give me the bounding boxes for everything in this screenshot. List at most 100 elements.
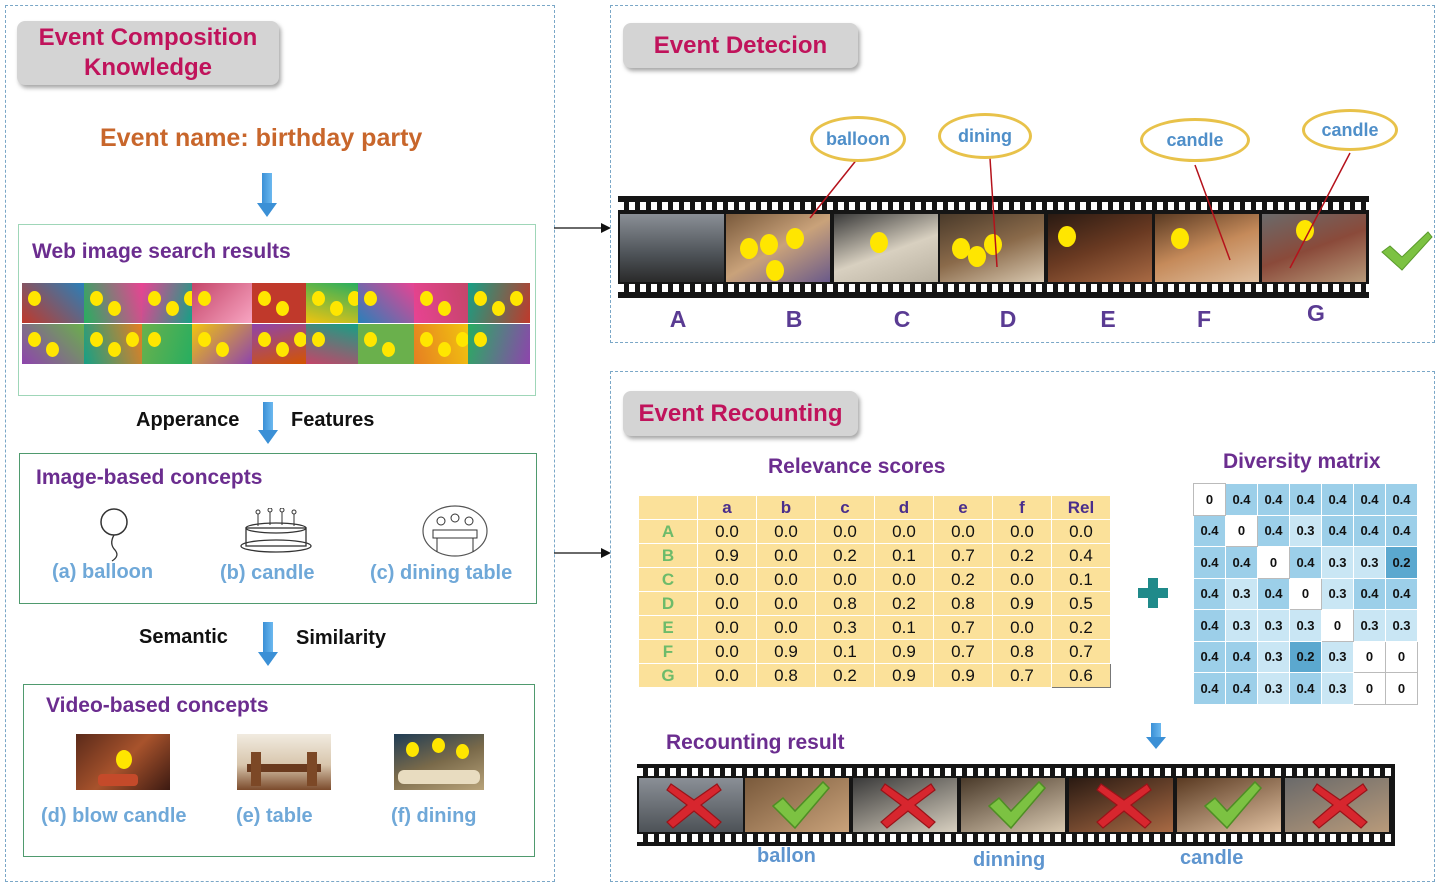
web-image-thumbnail bbox=[414, 283, 468, 323]
table-cell: 0.0 bbox=[1051, 519, 1111, 544]
down-arrow-icon bbox=[258, 622, 278, 666]
table-cell: 0.7 bbox=[933, 543, 993, 568]
matrix-cell: 0.4 bbox=[1321, 514, 1354, 547]
table-thumbnail bbox=[237, 734, 331, 790]
matrix-cell: 0.4 bbox=[1289, 546, 1322, 579]
matrix-cell: 0.3 bbox=[1257, 640, 1290, 673]
table-cell: 0.0 bbox=[697, 519, 757, 544]
oval-label-balloon: balloon bbox=[810, 116, 906, 162]
video-frame bbox=[620, 214, 724, 282]
image-concepts-box bbox=[19, 453, 537, 604]
event-composition-knowledge-title: Event Composition Knowledge bbox=[17, 21, 279, 85]
concept-label-dining: (f) dining bbox=[391, 805, 477, 827]
table-cell: 0.6 bbox=[1051, 663, 1111, 688]
features-label: Features bbox=[291, 409, 375, 431]
web-image-thumbnail bbox=[142, 324, 192, 364]
web-image-thumbnail bbox=[22, 324, 84, 364]
table-cell: 0.0 bbox=[756, 519, 816, 544]
concept-label-blow-candle: (d) blow candle bbox=[41, 805, 187, 827]
table-cell: 0.0 bbox=[756, 567, 816, 592]
matrix-cell: 0 bbox=[1289, 577, 1322, 610]
matrix-cell: 0.2 bbox=[1289, 640, 1322, 673]
event-recounting-title: Event Recounting bbox=[623, 391, 858, 436]
table-cell: 0.7 bbox=[933, 639, 993, 664]
web-image-thumbnail bbox=[142, 283, 192, 323]
plus-icon bbox=[1138, 578, 1168, 608]
matrix-cell: 0.4 bbox=[1385, 514, 1418, 547]
web-image-thumbnail bbox=[84, 283, 142, 323]
cross-mark-icon bbox=[666, 783, 722, 829]
table-cell: 0.1 bbox=[815, 639, 875, 664]
diversity-matrix-title: Diversity matrix bbox=[1223, 450, 1381, 473]
matrix-cell: 0.4 bbox=[1385, 483, 1418, 516]
row-header: B bbox=[638, 543, 698, 568]
matrix-cell: 0 bbox=[1353, 640, 1386, 673]
matrix-cell: 0.4 bbox=[1193, 514, 1226, 547]
down-arrow-icon bbox=[257, 173, 277, 217]
video-frame bbox=[940, 214, 1044, 282]
oval-pointer-lines bbox=[809, 152, 1351, 269]
row-header: D bbox=[638, 591, 698, 616]
arrow-to-detection-icon bbox=[554, 223, 611, 233]
table-cell: 0.0 bbox=[756, 543, 816, 568]
table-cell: 0.0 bbox=[933, 519, 993, 544]
video-frame bbox=[834, 214, 938, 282]
cross-mark-icon bbox=[1096, 783, 1152, 829]
concept-label-table: (e) table bbox=[236, 805, 313, 827]
matrix-cell: 0.3 bbox=[1289, 609, 1322, 642]
matrix-cell: 0 bbox=[1353, 672, 1386, 705]
row-header: A bbox=[638, 519, 698, 544]
matrix-cell: 0.4 bbox=[1257, 577, 1290, 610]
table-cell: 0.0 bbox=[697, 591, 757, 616]
row-header: F bbox=[638, 639, 698, 664]
matrix-cell: 0.3 bbox=[1257, 609, 1290, 642]
matrix-cell: 0.3 bbox=[1289, 514, 1322, 547]
web-image-search-title: Web image search results bbox=[32, 240, 291, 263]
matrix-cell: 0.4 bbox=[1225, 546, 1258, 579]
table-cell: 0.2 bbox=[1051, 615, 1111, 640]
frame-letter-a: A bbox=[669, 306, 687, 332]
table-cell: 0.7 bbox=[992, 663, 1052, 688]
event-detection-title: Event Detecion bbox=[623, 23, 858, 68]
arrow-to-recounting-icon bbox=[554, 548, 611, 558]
matrix-cell: 0.4 bbox=[1193, 577, 1226, 610]
table-cell: 0.8 bbox=[992, 639, 1052, 664]
matrix-cell: 0.4 bbox=[1225, 483, 1258, 516]
concept-label-balloon: (a) balloon bbox=[52, 561, 154, 583]
balloon-sketch-icon bbox=[100, 508, 128, 562]
row-header: C bbox=[638, 567, 698, 592]
column-header: e bbox=[933, 495, 993, 520]
matrix-cell: 0.3 bbox=[1225, 609, 1258, 642]
video-frame bbox=[1048, 214, 1152, 282]
matrix-cell: 0 bbox=[1257, 546, 1290, 579]
matrix-cell: 0.4 bbox=[1321, 483, 1354, 516]
blow-candle-thumbnail bbox=[76, 734, 170, 790]
frame-letter-g: G bbox=[1307, 300, 1325, 326]
web-image-search-box bbox=[18, 224, 536, 396]
matrix-cell: 0.4 bbox=[1225, 640, 1258, 673]
video-frame bbox=[1155, 214, 1259, 282]
concept-label-candle: (b) candle bbox=[220, 562, 315, 584]
column-header: c bbox=[815, 495, 875, 520]
row-header: E bbox=[638, 615, 698, 640]
appearance-label: Apperance bbox=[136, 409, 240, 431]
matrix-cell: 0 bbox=[1385, 672, 1418, 705]
table-cell: 0.0 bbox=[756, 591, 816, 616]
table-cell: 0.5 bbox=[1051, 591, 1111, 616]
matrix-cell: 0.4 bbox=[1353, 577, 1386, 610]
image-concepts-title: Image-based concepts bbox=[36, 466, 263, 489]
matrix-cell: 0.3 bbox=[1257, 672, 1290, 705]
cake-sketch-icon bbox=[240, 508, 312, 553]
table-cell: 0.8 bbox=[933, 591, 993, 616]
matrix-cell: 0.3 bbox=[1385, 609, 1418, 642]
down-arrow-icon bbox=[258, 402, 278, 444]
